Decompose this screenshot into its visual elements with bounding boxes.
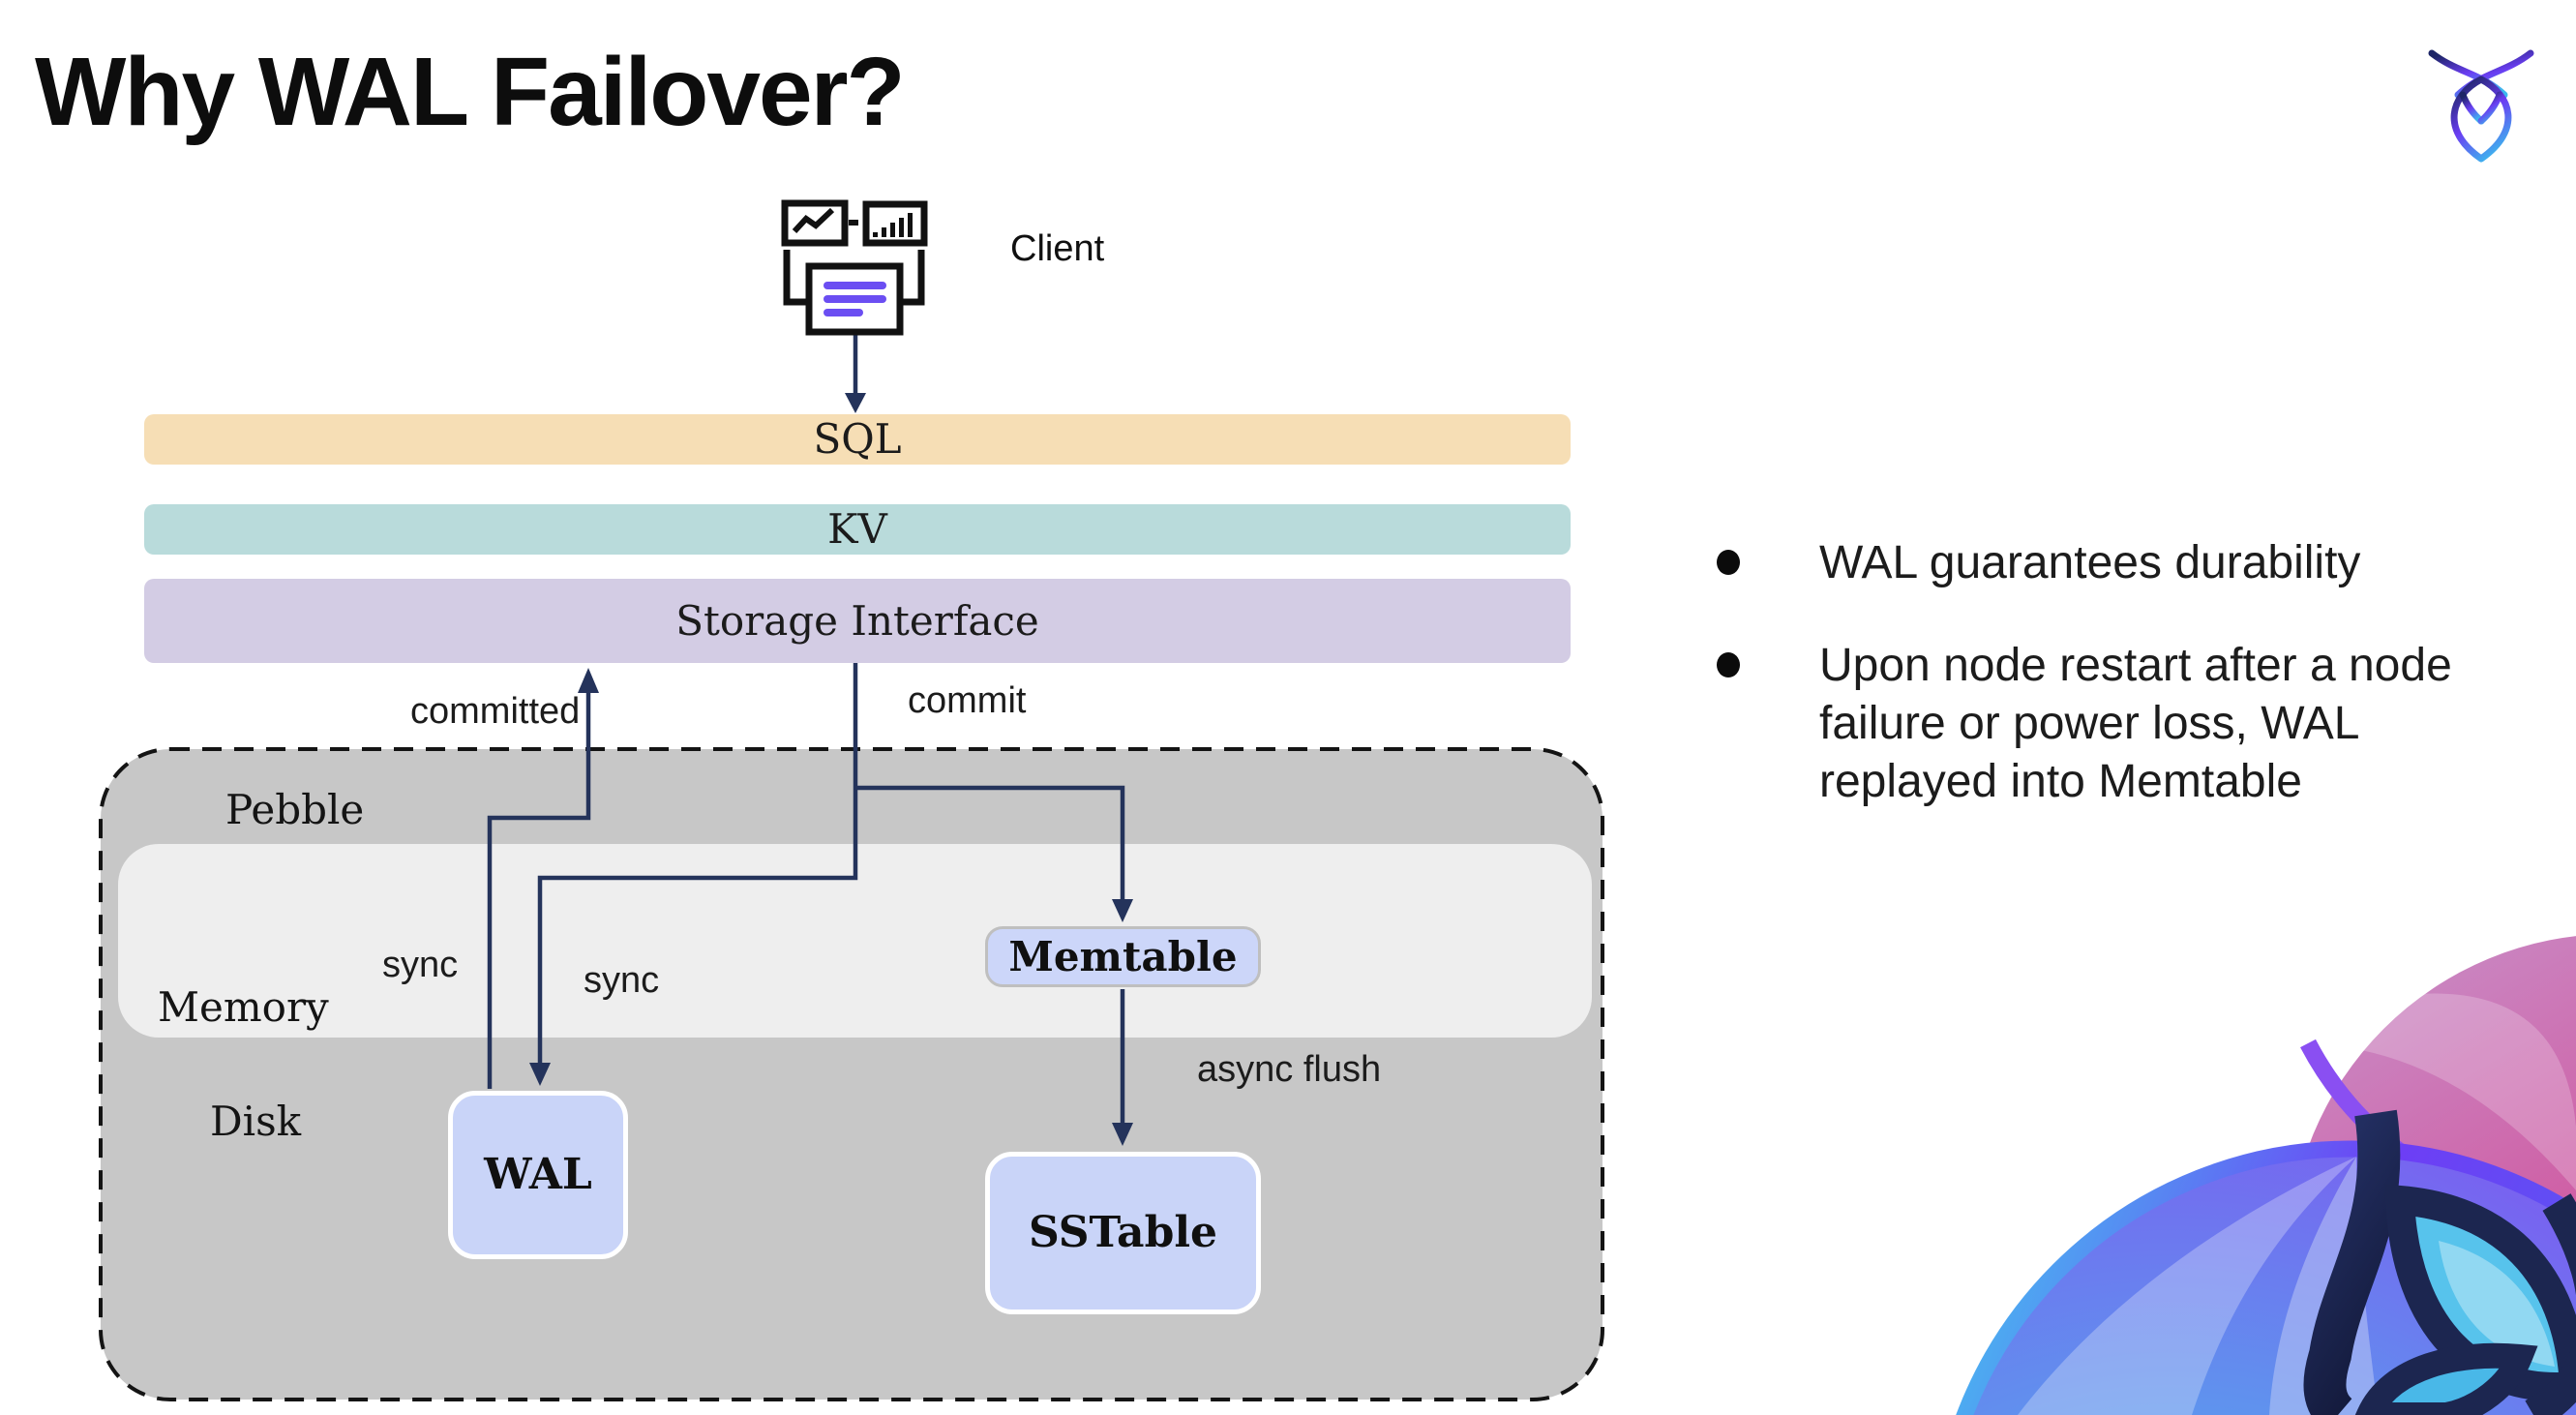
pebble-label: Pebble xyxy=(225,786,365,833)
cockroach-logo-icon xyxy=(2428,49,2534,163)
memory-label: Memory xyxy=(158,983,329,1031)
bullet-dot xyxy=(1717,652,1740,677)
bar-chart-glyph xyxy=(873,213,913,237)
layer-sql: SQL xyxy=(144,414,1571,465)
client-icon xyxy=(781,199,928,336)
edge-commit-sync xyxy=(537,663,858,1065)
edge-label-async-flush: async flush xyxy=(1197,1049,1382,1090)
bullet-dot xyxy=(1717,550,1740,575)
edge-committed xyxy=(487,691,591,1089)
connectors xyxy=(487,335,1125,1125)
brand-art-group xyxy=(1956,936,2576,1415)
disk-label: Disk xyxy=(210,1098,302,1145)
document-lines-glyph xyxy=(824,282,886,316)
layer-kv: KV xyxy=(144,504,1571,555)
node-sstable: SSTable xyxy=(985,1152,1261,1314)
node-memtable: Memtable xyxy=(985,926,1261,987)
memory-band xyxy=(118,844,1592,1038)
node-wal: WAL xyxy=(448,1091,628,1259)
bullet-item: Upon node restart after a node failure o… xyxy=(1709,637,2551,811)
edge-label-sync-right: sync xyxy=(584,960,660,1001)
bullet-item: WAL guarantees durability xyxy=(1709,534,2551,592)
layer-storage-interface: Storage Interface xyxy=(144,579,1571,663)
slide-title: Why WAL Failover? xyxy=(35,38,906,146)
edge-commit-memtable xyxy=(855,785,1125,901)
arrowheads xyxy=(529,393,1133,1146)
bullet-text: WAL guarantees durability xyxy=(1819,537,2361,588)
edge-label-commit: commit xyxy=(908,680,1027,721)
client-label: Client xyxy=(1010,228,1105,269)
bullet-text: Upon node restart after a node failure o… xyxy=(1819,640,2452,807)
bullet-list: WAL guarantees durability Upon node rest… xyxy=(1709,534,2551,811)
edge-label-committed: committed xyxy=(410,691,581,732)
edge-label-sync-left: sync xyxy=(382,945,459,985)
